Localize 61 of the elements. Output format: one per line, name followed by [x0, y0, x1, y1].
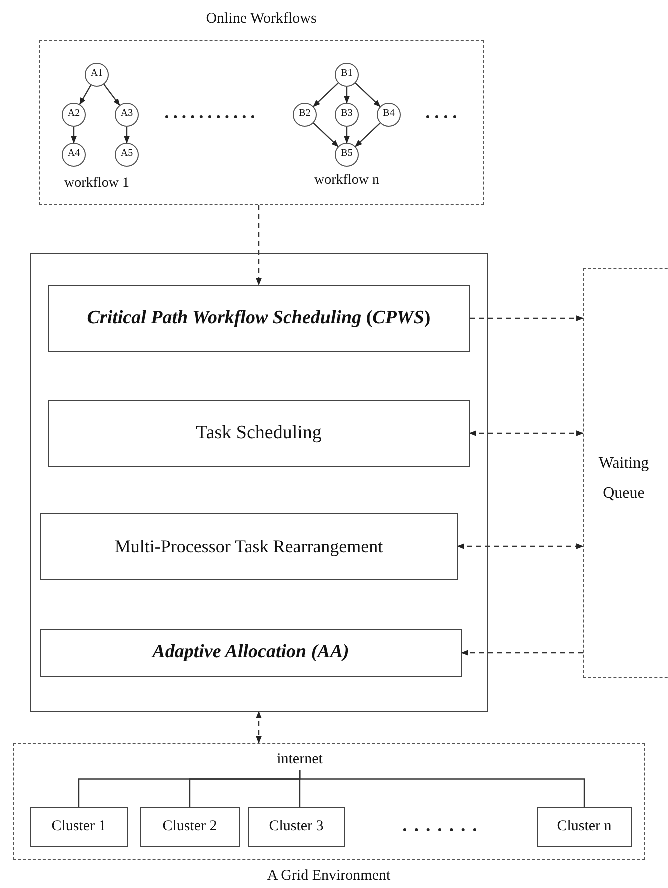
- task-label: A3: [120, 108, 134, 119]
- arrow: [344, 127, 350, 144]
- process-box: [48, 285, 470, 352]
- cluster-box: [537, 807, 632, 847]
- queue-panel: [583, 268, 668, 678]
- arrow: [124, 127, 130, 144]
- task-label: B1: [340, 68, 354, 79]
- dashed-arrow: [256, 205, 262, 286]
- workflow-caption: workflow 1: [64, 176, 130, 192]
- box-label: Multi-Processor Task Rearrangement: [114, 534, 384, 558]
- arrow: [344, 87, 350, 104]
- process-box: [48, 400, 470, 467]
- box-label: Cluster n: [556, 817, 613, 836]
- task-label: B4: [382, 108, 396, 119]
- dashed-arrow: [469, 430, 584, 436]
- panel-title: A Grid Environment: [266, 868, 392, 885]
- task-node-circle: [377, 103, 401, 127]
- arrow: [313, 122, 339, 148]
- task-label: B3: [340, 108, 354, 119]
- arrow: [71, 127, 77, 144]
- cluster-box: [140, 807, 240, 847]
- panel-title: Online Workflows: [205, 11, 318, 28]
- task-label: A2: [66, 108, 82, 119]
- arrow: [79, 85, 92, 106]
- network-label: internet: [276, 750, 324, 770]
- process-box: [40, 513, 458, 580]
- task-node-circle: [335, 63, 359, 87]
- box-label: Task Scheduling: [195, 421, 323, 446]
- task-label: A5: [120, 148, 134, 159]
- process-box: [40, 629, 462, 677]
- arrow: [355, 122, 381, 148]
- task-node-circle: [115, 103, 139, 127]
- box-label: Cluster 1: [50, 817, 108, 836]
- task-label: B2: [298, 108, 312, 119]
- dashed-arrow: [461, 650, 583, 656]
- task-node-circle: [335, 103, 359, 127]
- task-node-circle: [293, 103, 317, 127]
- task-node-circle: [335, 143, 359, 167]
- box-label: Cluster 3: [268, 817, 325, 836]
- scheduler-frame: [30, 253, 488, 712]
- task-node-circle: [62, 143, 86, 167]
- workflow-caption: workflow n: [314, 173, 380, 189]
- box-label: Critical Path Workflow Scheduling (CPWS): [86, 306, 432, 330]
- task-label: B5: [340, 148, 354, 159]
- task-label: A1: [90, 68, 104, 79]
- box-label: Cluster 2: [162, 817, 218, 836]
- arrow: [104, 84, 120, 106]
- arrow: [355, 82, 381, 108]
- dashed-arrow: [470, 316, 584, 322]
- cluster-box: [30, 807, 128, 847]
- task-node-circle: [85, 63, 109, 87]
- task-node-circle: [62, 103, 86, 127]
- task-node-circle: [115, 143, 139, 167]
- box-label: Adaptive Allocation (AA): [150, 640, 350, 665]
- panel-title: Waiting Queue: [598, 454, 650, 504]
- connector-line: [299, 770, 586, 807]
- task-label: A4: [66, 148, 82, 159]
- dashed-arrow: [256, 711, 262, 744]
- cluster-box: [248, 807, 345, 847]
- dashed-arrow: [457, 544, 584, 550]
- arrow: [313, 82, 339, 108]
